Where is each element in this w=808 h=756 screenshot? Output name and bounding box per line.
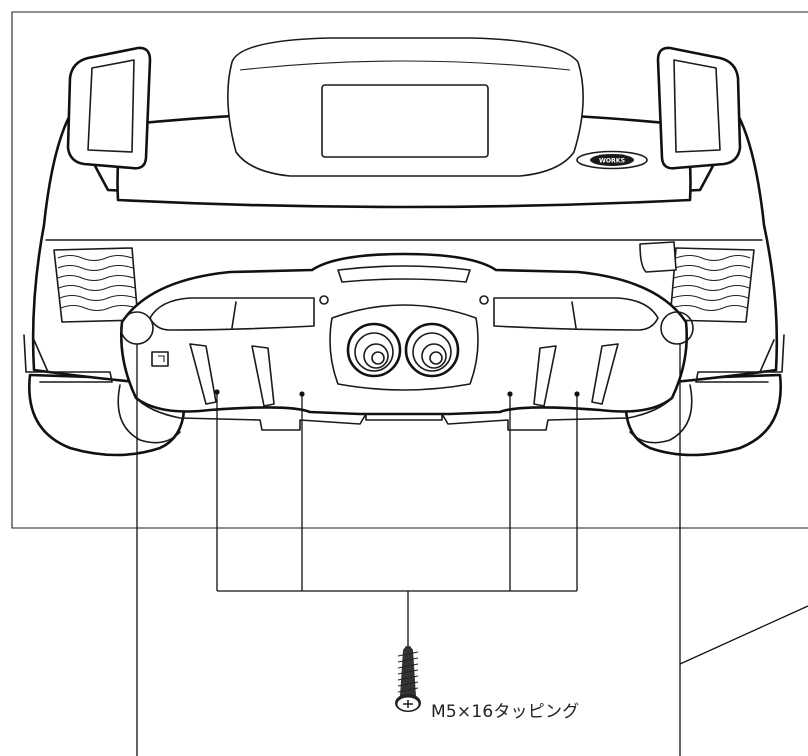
right-side-skirt [695, 334, 785, 383]
right-bumper-vent [669, 247, 755, 323]
screw-point-2 [299, 391, 305, 397]
left-side-skirt [23, 334, 113, 383]
left-exhaust-tip [346, 322, 402, 378]
tapping-screw-icon [395, 646, 421, 712]
badge-top-text: JOHN COOPER [598, 154, 625, 158]
right-corner-callout [660, 311, 694, 345]
leader-lines [136, 344, 808, 756]
rear-reflector [639, 241, 677, 273]
screw-point-4 [574, 391, 580, 397]
rear-diffuser [120, 252, 694, 431]
detail-frame [11, 11, 808, 529]
left-bumper-vent [53, 247, 139, 323]
fastener-label: M5×16タッピング [431, 702, 580, 722]
screw-point-1 [214, 389, 220, 395]
license-plate-recess [321, 84, 489, 158]
jcw-badge: JOHN COOPER WORKS [576, 150, 648, 170]
screw-point-3 [507, 391, 513, 397]
car-rear-illustration: JOHN COOPER WORKS [23, 37, 785, 457]
badge-bottom-text: WORKS [599, 158, 625, 165]
right-exhaust-tip [404, 322, 460, 378]
